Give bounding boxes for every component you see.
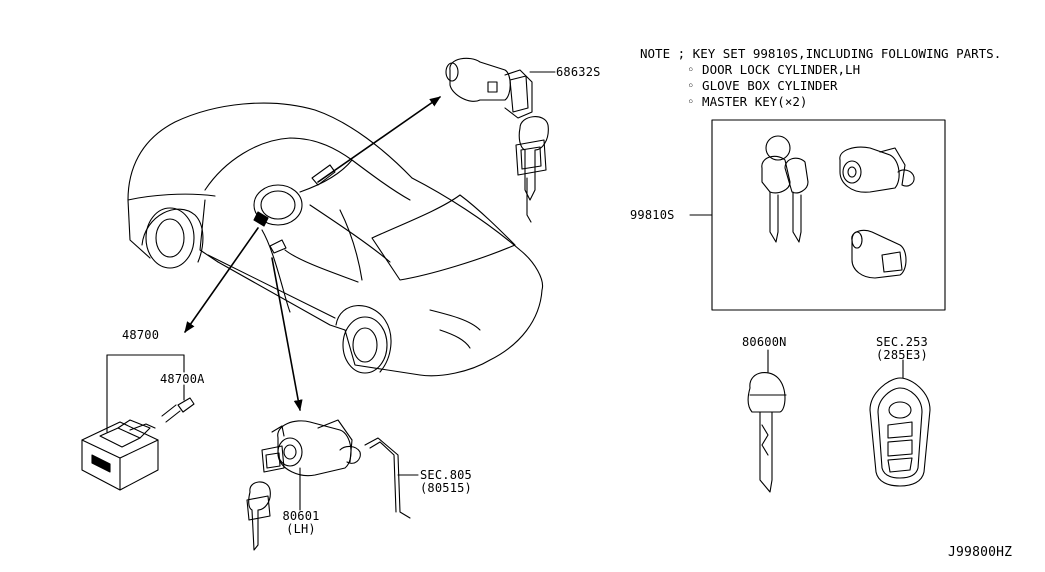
door-lock-cylinder-part	[246, 419, 419, 551]
note-item-door-lock: ◦ DOOR LOCK CYLINDER,LH	[687, 62, 861, 77]
note-item-master-key: ◦ MASTER KEY(×2)	[687, 94, 808, 109]
section-253-title: SEC.253	[876, 335, 928, 349]
part-80601-number: 80601	[282, 509, 320, 523]
blank-key-part	[747, 372, 787, 493]
intelligent-key-part	[869, 359, 931, 487]
car-illustration	[127, 102, 544, 377]
section-805-title: SEC.805	[420, 468, 472, 482]
arrow-to-control-unit	[184, 227, 259, 333]
part-label-80600n: 80600N	[742, 335, 787, 349]
note-block: NOTE ; KEY SET 99810S,INCLUDING FOLLOWIN…	[640, 46, 1001, 110]
arrow-to-door-cylinder	[271, 257, 303, 412]
section-253-ref: (285E3)	[876, 348, 928, 362]
section-label-805: SEC.805 (80515)	[420, 469, 472, 495]
key-set-box	[689, 119, 946, 311]
control-unit-part	[81, 354, 195, 491]
glove-box-cylinder-part	[445, 57, 556, 223]
part-80601-side: (LH)	[286, 522, 316, 536]
part-label-80601: 80601 (LH)	[278, 510, 324, 536]
callout-arrows	[184, 96, 441, 412]
part-label-99810s: 99810S	[630, 208, 675, 222]
section-805-ref: (80515)	[420, 481, 472, 495]
part-label-48700a: 48700A	[160, 372, 205, 386]
part-label-48700: 48700	[122, 328, 160, 342]
note-item-glove-box: ◦ GLOVE BOX CYLINDER	[687, 78, 838, 93]
arrow-to-glovebox-cylinder	[317, 96, 441, 183]
part-label-68632s: 68632S	[556, 65, 601, 79]
figure-code: J99800HZ	[948, 545, 1013, 560]
note-heading: NOTE ; KEY SET 99810S,INCLUDING FOLLOWIN…	[640, 46, 1002, 61]
section-label-253: SEC.253 (285E3)	[862, 336, 942, 362]
